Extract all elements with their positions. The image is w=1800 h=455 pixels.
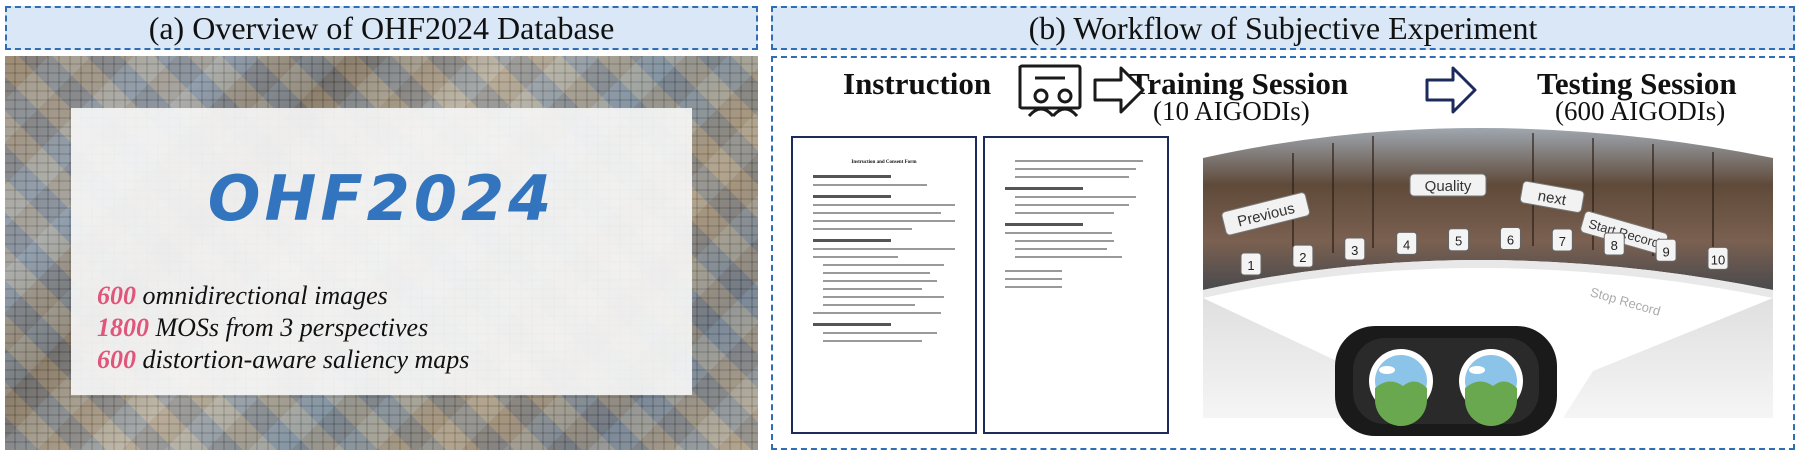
panel-a-title: (a) Overview of OHF2024 Database [148,9,615,46]
score-label: 5 [1455,234,1462,249]
stat-text: distortion-aware saliency maps [136,345,470,374]
score-button-6[interactable]: 6 [1499,227,1521,251]
score-label: 7 [1559,234,1566,249]
vr-headset-icon [1335,326,1557,436]
workflow-graphics: Previous Quality next Start Record Stop … [1018,64,1773,436]
instruction-label: Instruction [843,66,992,101]
score-button-10[interactable]: 10 [1707,246,1729,270]
score-button-4[interactable]: 4 [1396,231,1418,255]
stat-text: omnidirectional images [136,281,388,310]
score-label: 10 [1711,252,1725,267]
panel-b-header: (b) Workflow of Subjective Experiment [771,6,1795,50]
score-button-8[interactable]: 8 [1603,232,1625,256]
right-arrow-icon [1093,66,1145,114]
stat-number: 600 [97,345,136,374]
testing-session-count: (600 AIGODIs) [1555,96,1726,126]
training-session-label: Training Session [1129,66,1349,101]
consent-form-page-2 [983,136,1169,434]
score-label: 8 [1611,238,1618,253]
stat-mos: 1800 MOSs from 3 perspectives [97,313,428,343]
stop-record-button[interactable]: Stop Record [1589,284,1663,318]
stat-saliency: 600 distortion-aware saliency maps [97,345,469,375]
testing-session-label: Testing Session [1537,66,1737,101]
form-title: Instruction and Consent Form [851,160,917,165]
panel-a-header: (a) Overview of OHF2024 Database [5,6,758,50]
score-label: 6 [1507,233,1514,248]
database-logo: OHF2024 [207,162,556,235]
panel-b-title: (b) Workflow of Subjective Experiment [1028,9,1538,46]
database-overview-panel: OHF2024 600 omnidirectional images 1800 … [5,56,758,450]
score-button-2[interactable]: 2 [1292,244,1314,268]
overview-card: OHF2024 600 omnidirectional images 1800 … [71,108,692,395]
score-label: 1 [1247,258,1254,273]
score-button-3[interactable]: 3 [1344,237,1366,261]
stat-images: 600 omnidirectional images [97,281,388,311]
score-label: 4 [1403,237,1410,252]
training-session-count: (10 AIGODIs) [1153,96,1310,126]
next-button[interactable]: next [1536,187,1568,209]
score-button-5[interactable]: 5 [1448,228,1470,252]
stat-number: 600 [97,281,136,310]
score-label: 2 [1299,250,1306,265]
quality-label: Quality [1425,178,1472,195]
score-label: 9 [1662,244,1669,259]
stat-number: 1800 [97,313,149,342]
stat-text: MOSs from 3 perspectives [149,313,429,342]
right-arrow-icon [1425,66,1477,114]
score-buttons: 1 2 3 4 5 6 7 8 9 10 [1240,227,1729,276]
workflow-panel: Instruction Training Session (10 AIGODIs… [771,56,1795,450]
score-button-1[interactable]: 1 [1240,252,1262,276]
consent-form-page-1: Instruction and Consent Form [791,136,977,434]
presentation-icon [1018,64,1082,118]
score-button-7[interactable]: 7 [1551,228,1573,252]
score-label: 3 [1351,243,1358,258]
score-button-9[interactable]: 9 [1655,238,1677,262]
